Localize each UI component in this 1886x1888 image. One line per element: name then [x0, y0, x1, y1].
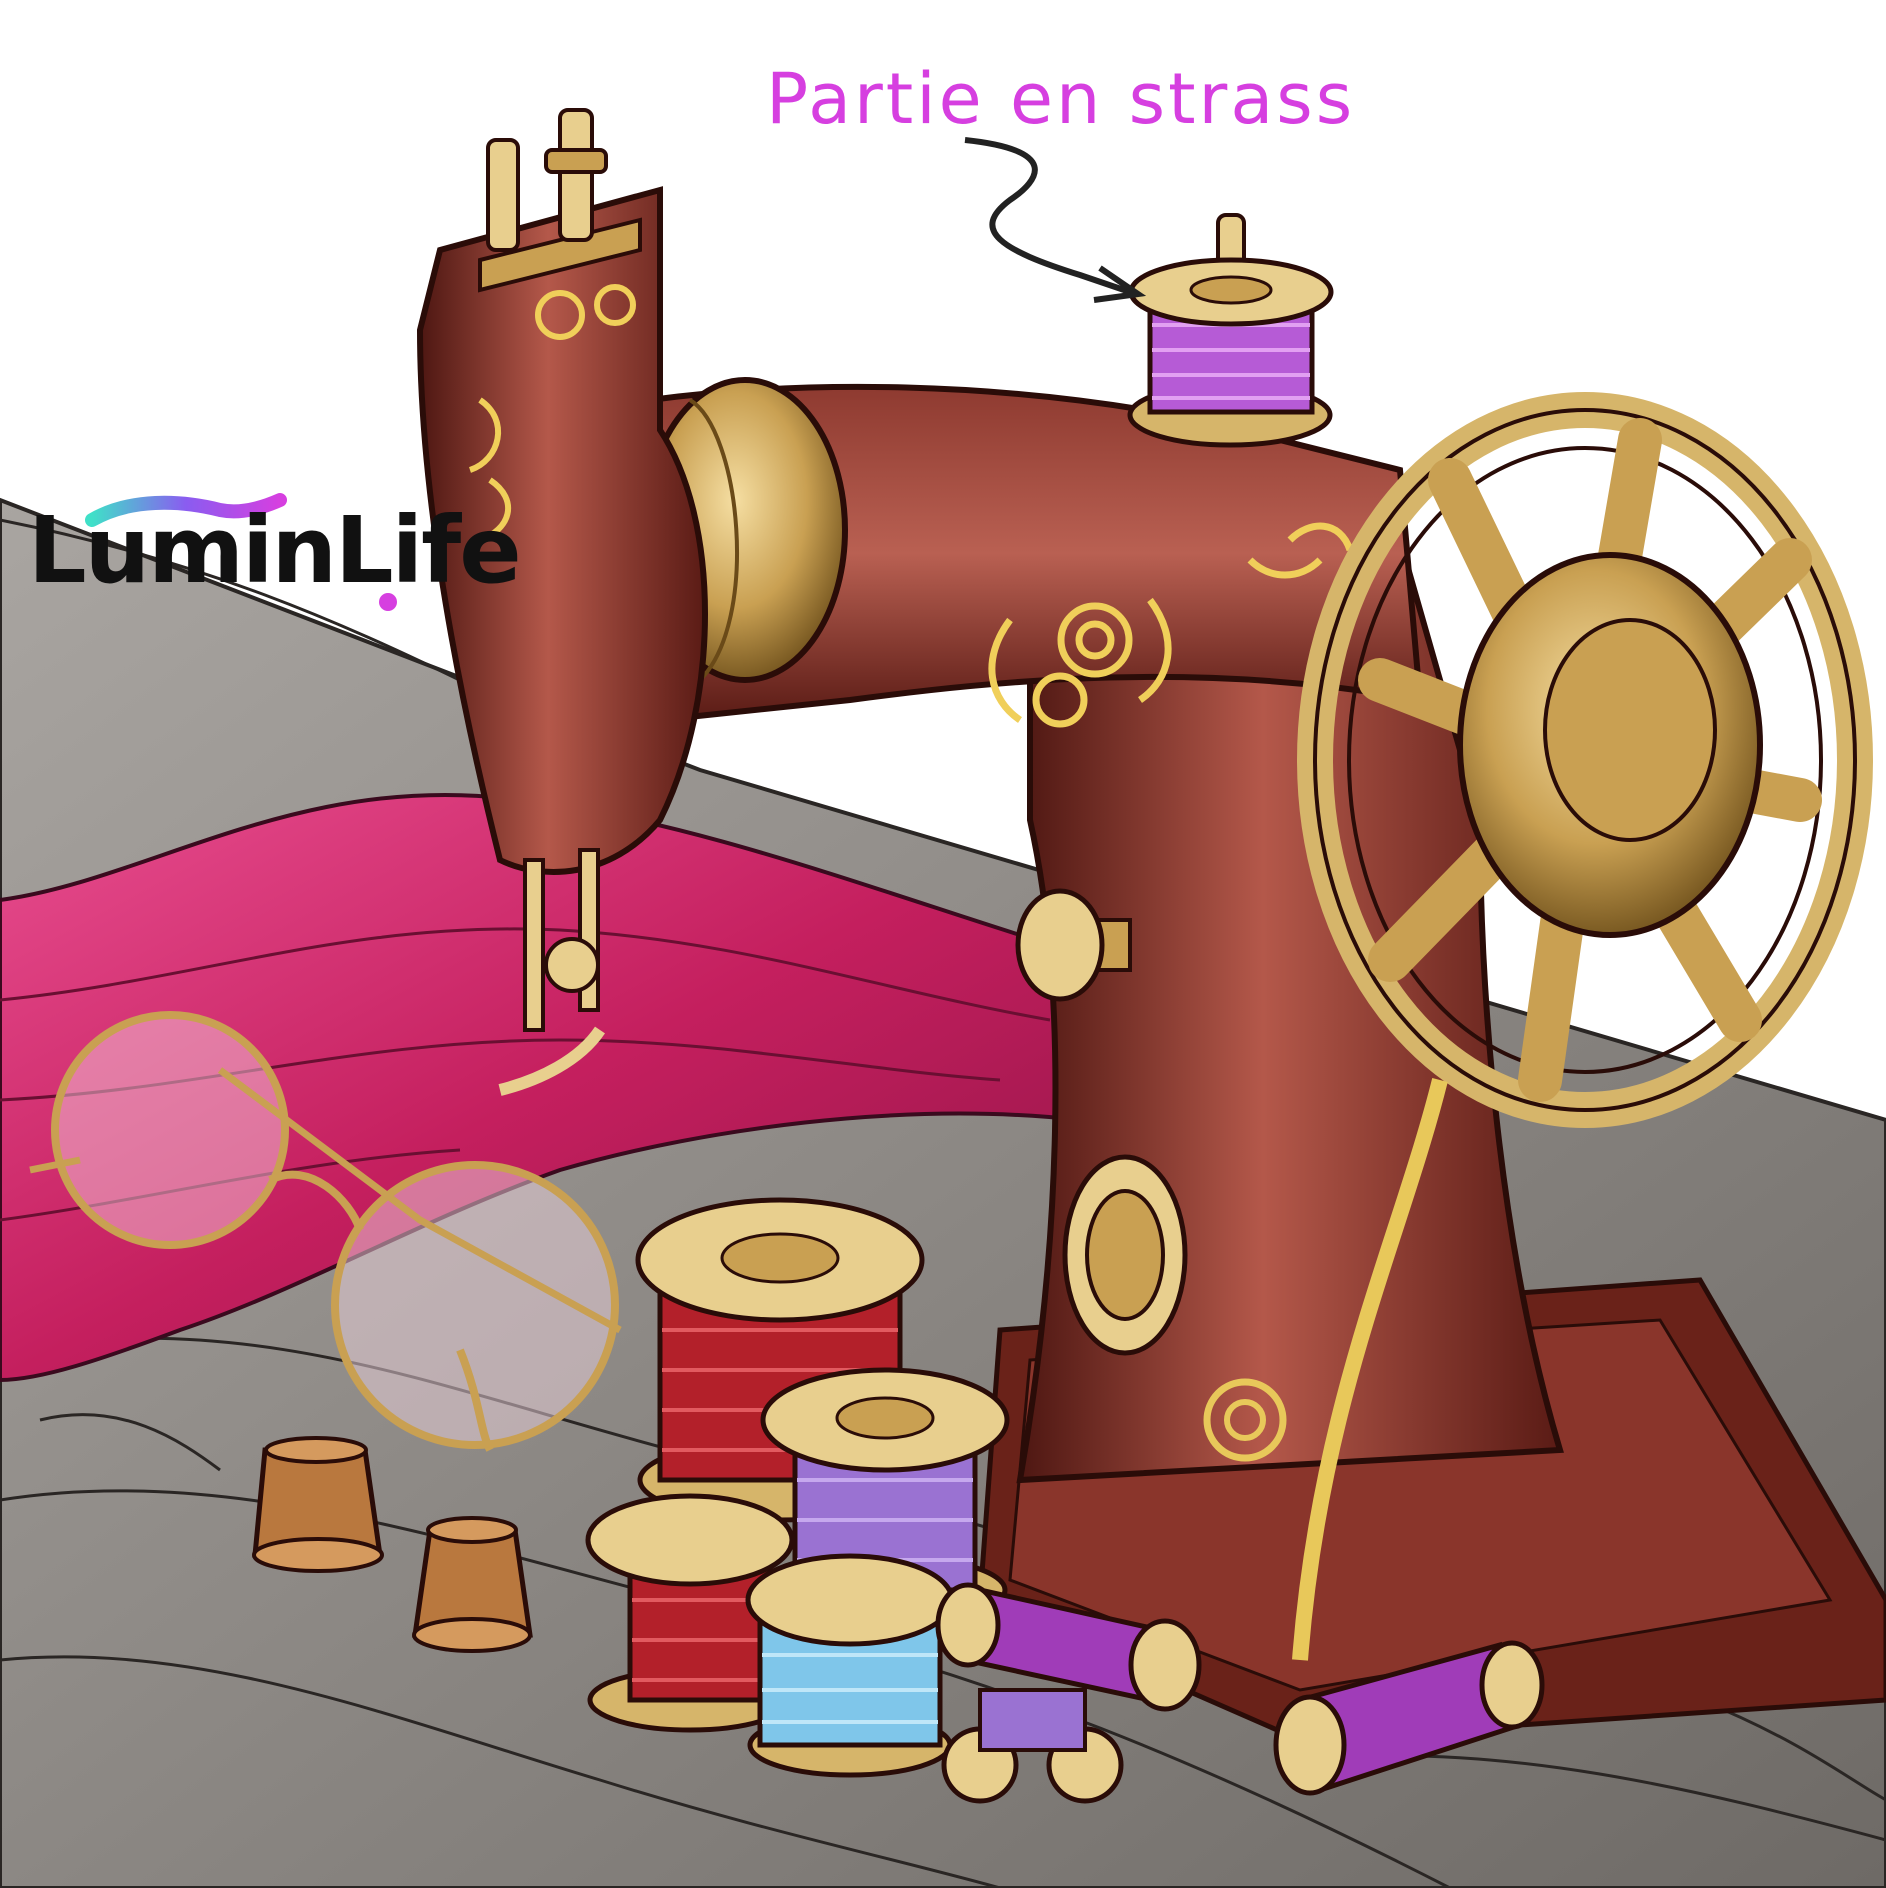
side-knob	[1015, 888, 1132, 1002]
machine-column	[1016, 466, 1564, 1484]
spool-purple-lying	[935, 1582, 1202, 1712]
spool-red-small	[585, 1493, 795, 1733]
thimble-right	[412, 1516, 533, 1653]
machine-head	[416, 108, 708, 1096]
brand-logo: LuminLife	[28, 497, 522, 604]
logo-swoosh-icon	[85, 493, 287, 527]
rhinestone-annotation-label: Partie en strass	[766, 58, 1356, 140]
machine-arm	[642, 377, 1424, 728]
spool-purple-front	[1273, 1640, 1545, 1796]
top-spool	[1127, 213, 1334, 448]
hand-wheel	[1292, 392, 1873, 1661]
annotation-arrow	[964, 137, 1147, 303]
glasses	[29, 1011, 622, 1452]
thimble-left	[252, 1436, 384, 1573]
spool-small-pair	[941, 1688, 1124, 1804]
logo-dot-icon	[379, 593, 397, 611]
spool-blue	[745, 1553, 955, 1778]
